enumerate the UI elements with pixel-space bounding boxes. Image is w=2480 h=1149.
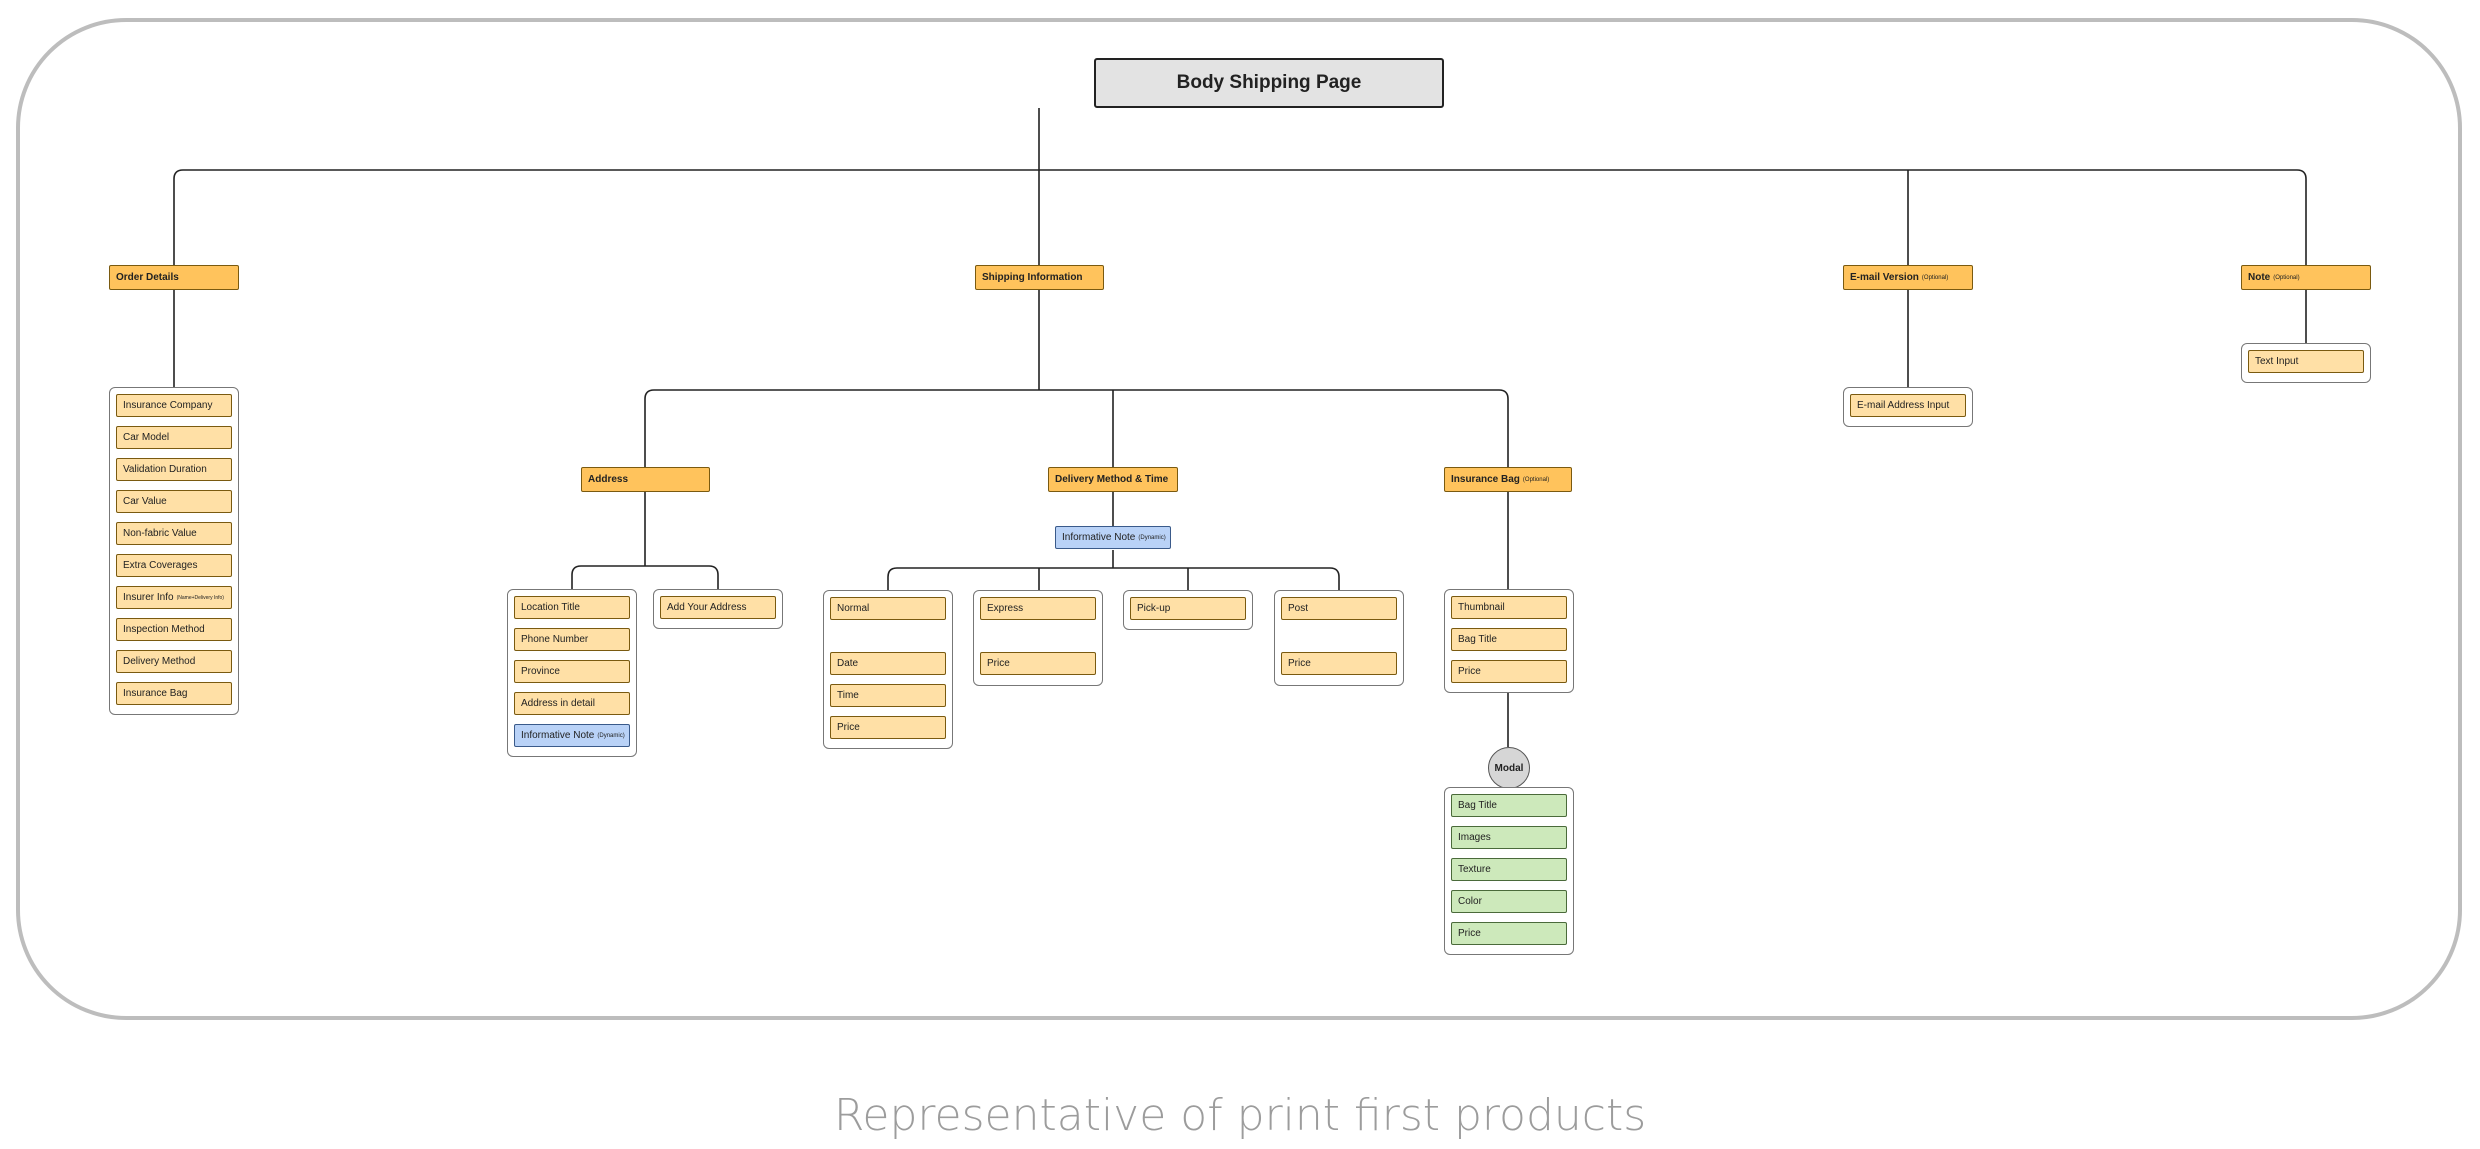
express-delivery-group: Express Price xyxy=(973,590,1103,686)
list-item: Color xyxy=(1451,890,1567,913)
list-item: Price xyxy=(1451,660,1567,683)
list-item: E-mail Address Input xyxy=(1850,394,1966,417)
modal-content-group: Bag Title Images Texture Color Price xyxy=(1444,787,1574,955)
category-label: Order Details xyxy=(116,272,179,283)
list-item: Insurer Info(Name+Delivery Info) xyxy=(116,586,232,609)
list-item: Inspection Method xyxy=(116,618,232,641)
category-label: Delivery Method & Time xyxy=(1055,474,1169,485)
connector-delivery-bus xyxy=(887,567,1340,590)
add-address-item: Add Your Address xyxy=(660,596,776,619)
delivery-informative-note: Informative Note(Dynamic) xyxy=(1055,526,1171,549)
list-item: Price xyxy=(1451,922,1567,945)
category-email-version: E-mail Version (Optional) xyxy=(1843,265,1973,290)
connector-address-bus xyxy=(571,565,719,590)
list-item: Text Input xyxy=(2248,350,2364,373)
list-item: Price xyxy=(980,652,1096,675)
note-group: Text Input xyxy=(2241,343,2371,383)
list-item: Texture xyxy=(1451,858,1567,881)
list-item: Extra Coverages xyxy=(116,554,232,577)
list-item: Normal xyxy=(830,597,946,620)
order-details-group: Insurance Company Car Model Validation D… xyxy=(109,387,239,715)
pickup-delivery-group: Pick-up xyxy=(1123,590,1253,630)
list-item: Car Model xyxy=(116,426,232,449)
list-item: Location Title xyxy=(514,596,630,619)
list-item: Delivery Method xyxy=(116,650,232,673)
category-note: Note (Optional) xyxy=(2241,265,2371,290)
category-note: (Optional) xyxy=(2273,274,2300,281)
modal-node: Modal xyxy=(1488,747,1530,789)
category-note: (Optional) xyxy=(1522,476,1550,483)
list-item: Insurance Bag xyxy=(116,682,232,705)
list-item: Date xyxy=(830,652,946,675)
category-label: E-mail Version xyxy=(1850,272,1919,283)
normal-delivery-group: Normal Date Time Price xyxy=(823,590,953,749)
address-fields-group: Location Title Phone Number Province Add… xyxy=(507,589,637,757)
category-note: (Optional) xyxy=(1921,274,1949,281)
list-item: Non-fabric Value xyxy=(116,522,232,545)
category-address: Address xyxy=(581,467,710,492)
category-label: Note xyxy=(2248,272,2271,283)
connector-shipping-bus xyxy=(644,389,1509,405)
list-item: Express xyxy=(980,597,1096,620)
list-item: Validation Duration xyxy=(116,458,232,481)
connector-root-bus xyxy=(173,169,2307,182)
page-title: Body Shipping Page xyxy=(1094,58,1444,108)
category-order-details: Order Details xyxy=(109,265,239,290)
add-address-group: Add Your Address xyxy=(653,589,783,629)
category-insurance-bag: Insurance Bag (Optional) xyxy=(1444,467,1572,492)
insurance-bag-group: Thumbnail Bag Title Price xyxy=(1444,589,1574,693)
category-label: Address xyxy=(588,474,629,485)
list-item: Price xyxy=(1281,652,1397,675)
list-item: Pick-up xyxy=(1130,597,1246,620)
list-item: Province xyxy=(514,660,630,683)
list-item: Thumbnail xyxy=(1451,596,1567,619)
category-label: Insurance Bag xyxy=(1451,474,1520,485)
caption: Representative of print first products xyxy=(833,1090,1647,1141)
informative-note: Informative Note(Dynamic) xyxy=(514,724,630,747)
list-item: Post xyxy=(1281,597,1397,620)
list-item: Address in detail xyxy=(514,692,630,715)
list-item: Car Value xyxy=(116,490,232,513)
list-item: Time xyxy=(830,684,946,707)
email-group: E-mail Address Input xyxy=(1843,387,1973,427)
list-item: Insurance Company xyxy=(116,394,232,417)
post-delivery-group: Post Price xyxy=(1274,590,1404,686)
category-delivery-method: Delivery Method & Time xyxy=(1048,467,1178,492)
list-item: Bag Title xyxy=(1451,794,1567,817)
diagram-frame xyxy=(16,18,2462,1020)
list-item: Phone Number xyxy=(514,628,630,651)
list-item: Bag Title xyxy=(1451,628,1567,651)
category-label: Shipping Information xyxy=(982,272,1083,283)
category-shipping-information: Shipping Information xyxy=(975,265,1104,290)
list-item: Images xyxy=(1451,826,1567,849)
list-item: Price xyxy=(830,716,946,739)
